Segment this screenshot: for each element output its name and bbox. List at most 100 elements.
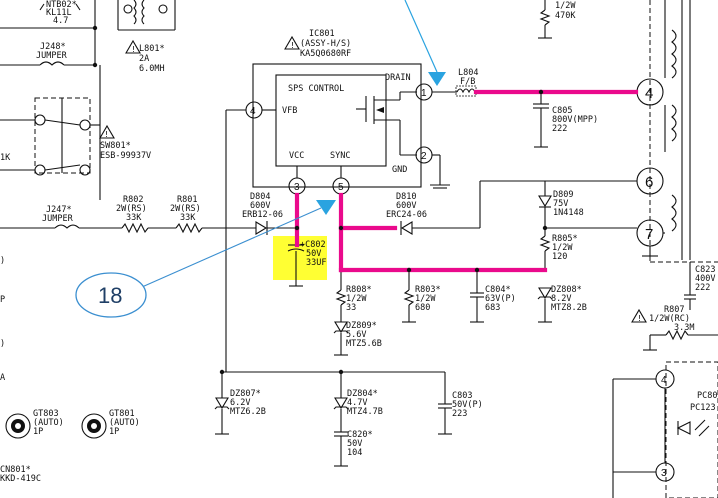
pin-2: 2 [421, 151, 427, 162]
c820-capacitor: C820* 50V 104 [334, 430, 373, 467]
pc801-optocoupler: 4 3 PC80 PC123 [612, 361, 718, 498]
svg-text:D809: D809 [553, 190, 573, 200]
pin-5: 5 [338, 182, 344, 193]
vfb-label: VFB [282, 106, 297, 116]
dz804-zener: DZ804* 4.7V MTZ4.7B [333, 372, 383, 432]
ic801-package: SPS CONTROL VFB VCC SYNC DRAIN GND [252, 63, 422, 188]
svg-text:2W(RS): 2W(RS) [116, 204, 147, 214]
ntb02-ref: NTB02* [46, 0, 77, 10]
ntb02-part: KL11L [46, 8, 72, 18]
svg-text:): ) [0, 256, 5, 266]
svg-text:C805: C805 [552, 106, 572, 116]
svg-text:1/2W(RC): 1/2W(RC) [649, 314, 690, 324]
svg-text:400V: 400V [695, 274, 715, 284]
gnd-label: GND [392, 165, 407, 175]
svg-text:L804: L804 [458, 68, 478, 78]
svg-text:DZ808*: DZ808* [551, 285, 582, 295]
svg-text:120: 120 [552, 252, 567, 262]
r807-resistor: ! R807 1/2W(RC) 3.3M [631, 305, 718, 351]
svg-text:1/2W: 1/2W [552, 243, 573, 253]
svg-text:223: 223 [452, 409, 467, 419]
sps-control-label: SPS CONTROL [288, 84, 344, 94]
svg-text:GT801: GT801 [109, 409, 135, 419]
highlighted-traces [294, 89, 639, 273]
ic801-label: ! IC801 (ASSY-H/S) KA5Q0680RF [284, 29, 351, 59]
sw801-switch: ! SW801* ESB-99937V 1K [0, 65, 151, 200]
svg-text:P: P [0, 295, 5, 305]
svg-text:63V(P): 63V(P) [485, 294, 516, 304]
svg-text:C820*: C820* [347, 430, 373, 440]
svg-text:KKD-419C: KKD-419C [0, 474, 41, 484]
r801-resistor: R801 2W(RS) 33K [170, 195, 256, 234]
svg-text:SW801*: SW801* [100, 141, 131, 151]
svg-text:ERC24-06: ERC24-06 [386, 210, 427, 220]
callout-arrow [141, 200, 336, 288]
svg-text:DZ809*: DZ809* [346, 321, 377, 331]
svg-text:104: 104 [347, 448, 362, 458]
svg-text:D810: D810 [396, 192, 416, 202]
svg-text:!: ! [131, 45, 136, 54]
svg-text:PC123: PC123 [690, 403, 716, 413]
transformer-pin-4: 4 [645, 85, 653, 102]
svg-text:J247*: J247* [46, 205, 72, 215]
svg-text:L801*: L801* [139, 44, 165, 54]
svg-text:50V(P): 50V(P) [452, 400, 483, 410]
svg-text:1/2W: 1/2W [415, 294, 436, 304]
ic801-ref: IC801 [309, 29, 335, 39]
l804-ferrite: L804 F/B [432, 68, 478, 97]
svg-text:(AUTO): (AUTO) [109, 418, 140, 428]
vcc-label: VCC [289, 151, 304, 161]
transformer-top-left [117, 0, 176, 31]
top-right-resistor: 1/2W 470K [538, 0, 576, 39]
svg-text:50V: 50V [347, 439, 362, 449]
drain-label: DRAIN [385, 73, 411, 83]
svg-text:600V: 600V [396, 201, 416, 211]
r805-resistor: R805* 1/2W 120 [539, 228, 578, 270]
gt803-terminal: GT803 (AUTO) 1P [5, 409, 64, 439]
svg-text:2A: 2A [139, 54, 149, 64]
svg-text:1N4148: 1N4148 [553, 208, 584, 218]
sync-label: SYNC [330, 151, 350, 161]
drain-arrow [404, 0, 446, 86]
pin-1: 1 [421, 88, 427, 99]
svg-text:1/2W: 1/2W [555, 1, 576, 11]
svg-text:PC80: PC80 [697, 391, 717, 401]
svg-text:D804: D804 [250, 192, 270, 202]
svg-text:ERB12-06: ERB12-06 [242, 210, 283, 220]
r802-resistor: R802 2W(RS) 33K [116, 195, 176, 234]
transformer-pin-7: 7 [645, 226, 653, 243]
right-pin-4: 4 [661, 375, 667, 386]
ic801-pins: 4 1 2 3 5 [245, 83, 433, 195]
svg-text:F/B: F/B [460, 77, 475, 87]
svg-text:C803: C803 [452, 391, 472, 401]
svg-text:1P: 1P [33, 427, 43, 437]
svg-text:JUMPER: JUMPER [36, 51, 68, 61]
j247-jumper: J247* JUMPER [0, 205, 122, 229]
callout-number: 18 [98, 283, 122, 308]
svg-text:DZ807*: DZ807* [230, 389, 261, 399]
svg-text:+C802: +C802 [300, 240, 326, 250]
svg-text:(AUTO): (AUTO) [33, 418, 64, 428]
ntb02-val: 4.7 [53, 16, 68, 26]
junction-dots [92, 25, 548, 375]
svg-text:C823: C823 [695, 265, 715, 275]
svg-text:33: 33 [346, 303, 356, 313]
ntb02-region: NTB02* KL11L 4.7 [0, 0, 96, 65]
svg-text:8.2V: 8.2V [551, 294, 571, 304]
svg-text:!: ! [637, 314, 642, 323]
callout-bubble: 18 [75, 272, 147, 318]
d809-diode: D809 75V 1N4148 [538, 181, 584, 228]
svg-text:MTZ6.2B: MTZ6.2B [230, 407, 266, 417]
svg-text:A: A [0, 373, 5, 383]
dz807-zener: DZ807* 6.2V MTZ6.2B [214, 372, 266, 435]
svg-text:): ) [0, 339, 5, 349]
svg-text:GT803: GT803 [33, 409, 59, 419]
svg-text:222: 222 [695, 283, 710, 293]
gt801-terminal: GT801 (AUTO) 1P [81, 409, 140, 439]
svg-text:R808*: R808* [346, 285, 372, 295]
c804-capacitor: C804* 63V(P) 683 [470, 270, 516, 323]
svg-text:CN801*: CN801* [0, 465, 31, 475]
r808-resistor: R808* 1/2W 33 [335, 270, 372, 322]
svg-text:600V: 600V [250, 201, 270, 211]
